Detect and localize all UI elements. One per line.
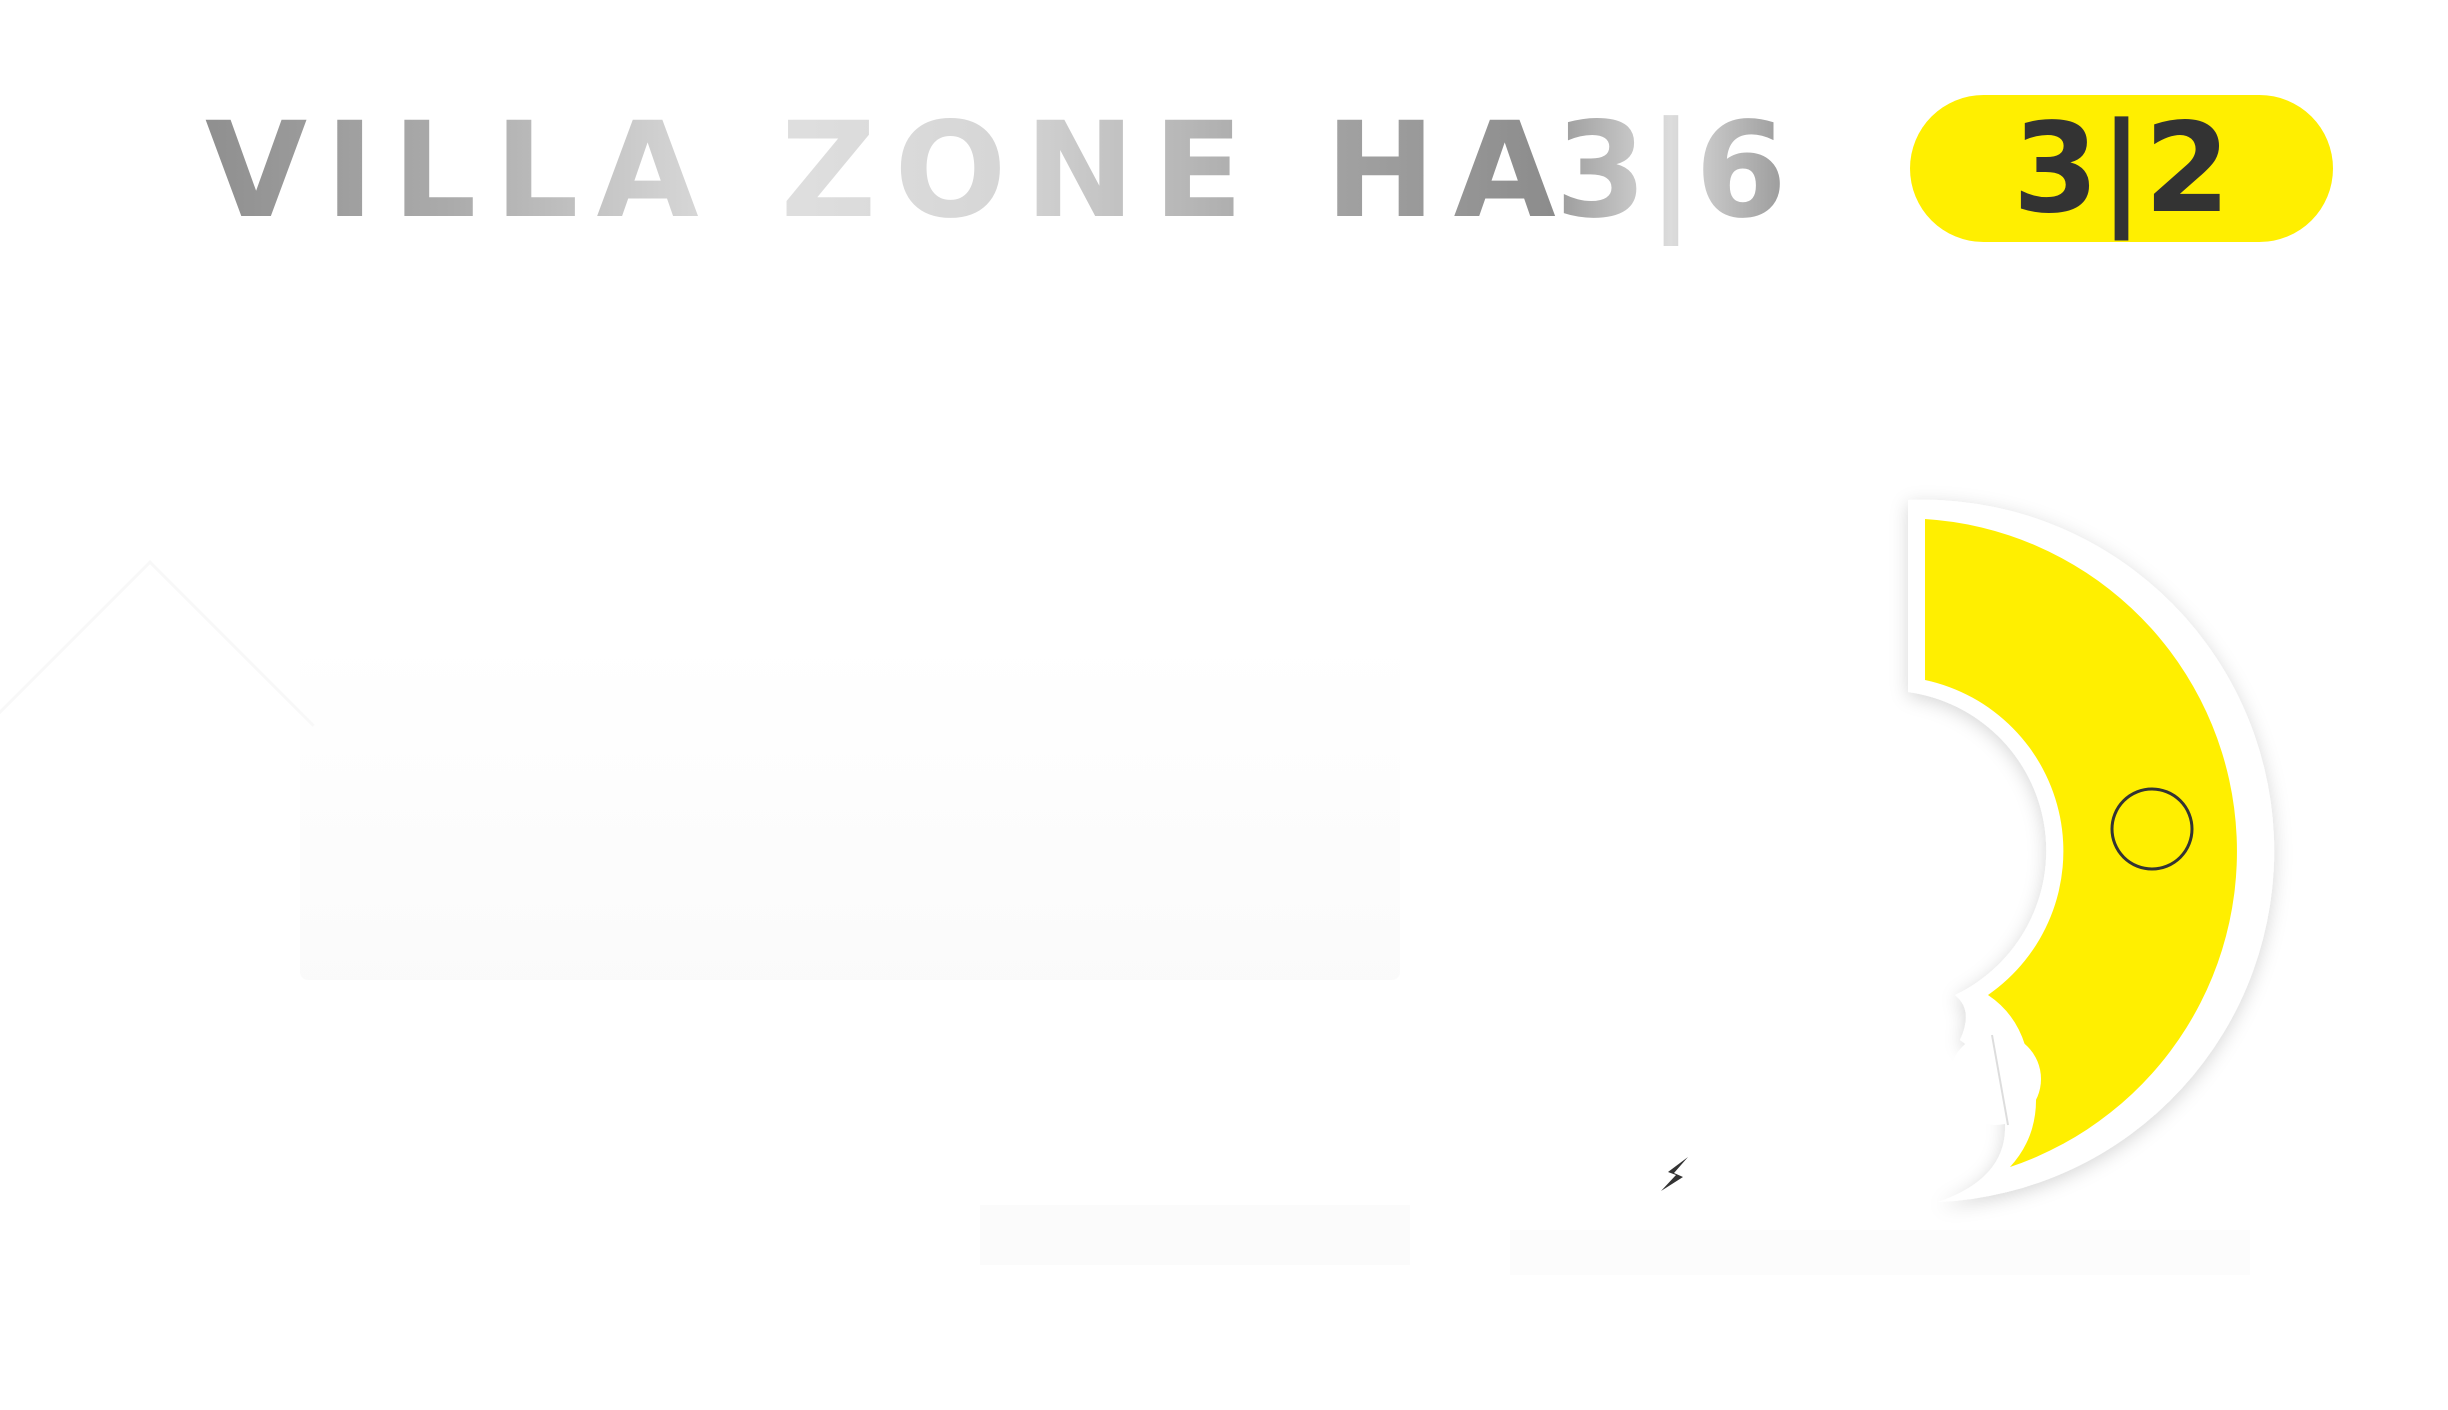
zone-ha-area[interactable] xyxy=(1908,499,2275,1202)
plan-strip-ghost xyxy=(980,1205,1410,1265)
plan-strip-ghost-2 xyxy=(1510,1230,2250,1275)
zone-lobe xyxy=(1949,1033,2041,1125)
unit-counter: 3|6 xyxy=(1555,94,1787,248)
selected-counter-text: 3|2 xyxy=(2012,96,2231,241)
zone-title: VILLA ZONE HA xyxy=(205,94,1574,248)
zone-lobe-edge xyxy=(1991,1034,2009,1126)
zone-fill[interactable] xyxy=(1925,519,2237,1167)
circle-marker-icon[interactable] xyxy=(2110,787,2194,871)
plan-area-ghost xyxy=(300,640,1400,980)
lightning-bolt-icon xyxy=(1661,1157,1688,1191)
selected-counter-badge[interactable]: 3|2 xyxy=(1910,95,2333,242)
